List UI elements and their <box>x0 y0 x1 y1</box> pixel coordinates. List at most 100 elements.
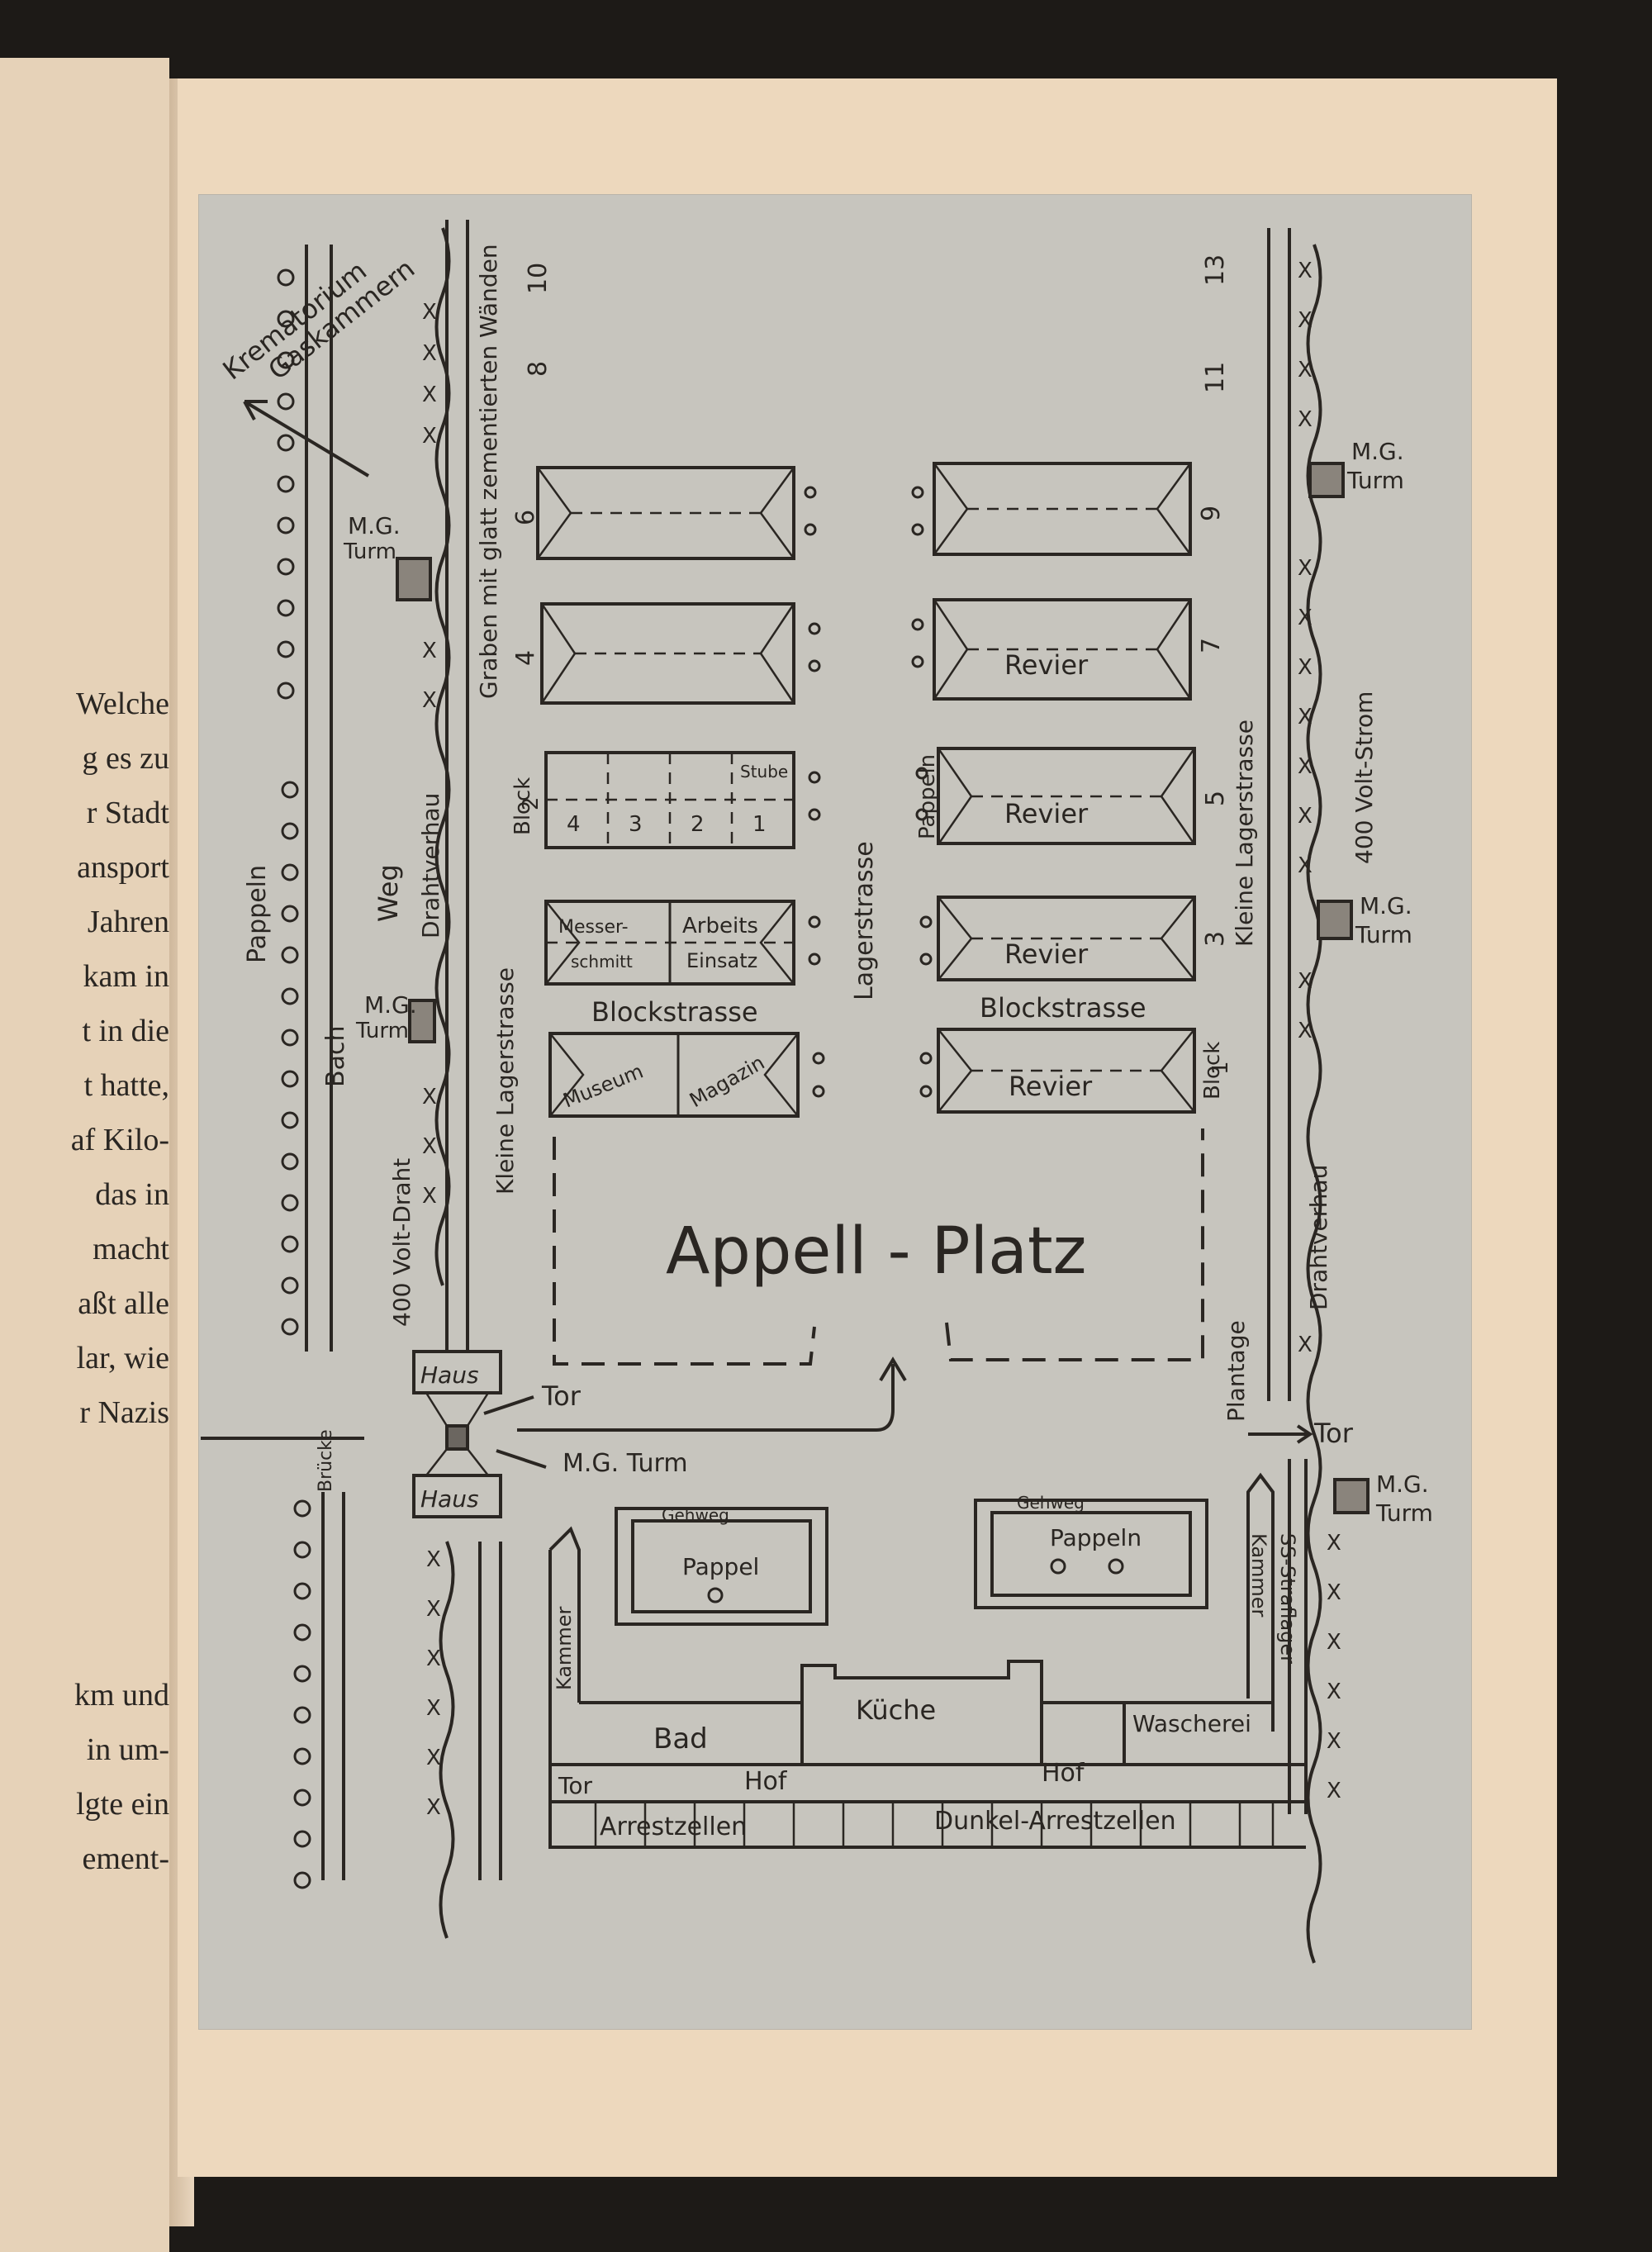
svg-text:X: X <box>422 688 437 713</box>
barbed-x-marks: XXX XXX XXX XXX XXX XXX XXX XXX XXX XX X… <box>422 259 1341 1820</box>
block-number-label: 9 <box>1197 506 1226 521</box>
svg-text:X: X <box>1327 1580 1341 1605</box>
block-number-label: 8 <box>524 361 553 377</box>
svg-text:X: X <box>422 341 437 366</box>
svg-text:X: X <box>426 1746 441 1770</box>
museum-label: Museum <box>560 1059 647 1112</box>
arrestzellen-label: Arrestzellen <box>600 1813 747 1841</box>
block-3-revier <box>937 896 1196 981</box>
arrest-cell-dividers <box>594 1802 1275 1847</box>
block-1-number: 1 <box>1208 1061 1233 1075</box>
svg-text:X: X <box>422 639 437 663</box>
gate-mg-tower-icon <box>445 1424 469 1451</box>
block-9 <box>933 462 1192 556</box>
svg-text:X: X <box>1298 853 1313 878</box>
gate-path-arrow <box>517 1364 895 1432</box>
tor-arrow <box>483 1395 534 1415</box>
svg-text:X: X <box>422 424 437 449</box>
block-number-label: 11 <box>1201 362 1230 393</box>
svg-text:X: X <box>422 300 437 325</box>
left-text-line: Welche <box>76 687 169 721</box>
drahtverhau-right-label: Drahtverhau <box>1305 1165 1332 1310</box>
svg-text:X: X <box>422 1134 437 1159</box>
haus-label: Haus <box>420 1361 479 1389</box>
block-5-revier <box>937 747 1196 845</box>
haus-lower <box>412 1474 502 1518</box>
svg-text:X: X <box>1298 969 1313 994</box>
stube-number: 4 <box>567 812 581 837</box>
gehweg-label: Gehweg <box>1017 1493 1085 1513</box>
lower-wall <box>548 1550 1306 1849</box>
block-2-label: Block <box>510 777 535 835</box>
gehweg-label: Gehweg <box>662 1505 729 1525</box>
svg-text:X: X <box>1298 259 1313 283</box>
mg-tower-label: Turm <box>1375 1499 1433 1527</box>
gate-mg-tower-label: M.G. Turm <box>563 1449 688 1478</box>
left-text-line: aßt alle <box>78 1286 169 1321</box>
block-number-label: 4 <box>511 650 540 666</box>
mg-tower-label: M.G. <box>1376 1470 1429 1498</box>
blockstrasse-right-label: Blockstrasse <box>980 992 1146 1024</box>
left-text-line: das in <box>95 1177 169 1212</box>
mg-tower-label: Turm <box>1355 921 1412 948</box>
svg-text:X: X <box>422 1085 437 1109</box>
strom-400-label: 400 Volt-Strom <box>1351 691 1378 864</box>
left-text-line: ement- <box>82 1841 169 1876</box>
svg-text:X: X <box>1327 1729 1341 1754</box>
mg-tower-label: Turm <box>355 1019 409 1043</box>
left-text-line: ansport <box>77 850 169 885</box>
svg-text:X: X <box>1298 804 1313 829</box>
kammer-right-outline <box>1246 1472 1275 1732</box>
tor-right-label: Tor <box>1313 1418 1354 1449</box>
magazin-label: Magazin <box>686 1051 768 1112</box>
svg-text:X: X <box>1298 655 1313 680</box>
svg-text:X: X <box>1327 1630 1341 1655</box>
stube-number: 2 <box>691 812 705 837</box>
pappeln-garden-label: Pappeln <box>1050 1524 1142 1551</box>
bruecke-label: Brücke <box>316 1429 336 1492</box>
tor-label: Tor <box>541 1380 582 1412</box>
weg-label: Weg <box>373 864 404 922</box>
pappel-garden-inner <box>631 1519 812 1613</box>
left-text-line: lar, wie <box>76 1341 169 1375</box>
messerschmitt-label: schmitt <box>571 952 633 972</box>
block-4 <box>540 602 795 705</box>
block-number-label: 7 <box>1197 638 1226 653</box>
left-text-line: t in die <box>82 1014 169 1048</box>
svg-text:X: X <box>1298 407 1313 432</box>
revier-label: Revier <box>1004 798 1089 829</box>
svg-text:X: X <box>1327 1779 1341 1803</box>
revier-label: Revier <box>1004 649 1089 681</box>
pappel-garden-outer <box>615 1507 828 1626</box>
svg-text:X: X <box>1298 754 1313 779</box>
pappeln-garden-outer <box>974 1499 1208 1609</box>
mg-tower-label: M.G. <box>348 512 401 539</box>
gate-arrowhead <box>879 1356 907 1382</box>
hof-label: Hof <box>1042 1759 1085 1788</box>
appell-platz-label: Appell - Platz <box>666 1214 1086 1289</box>
left-text-line: Jahren <box>87 905 169 939</box>
blockstrasse-left-label: Blockstrasse <box>591 996 758 1028</box>
left-text-line: in um- <box>86 1732 169 1767</box>
left-text-line: macht <box>93 1232 169 1266</box>
kleine-lagerstrasse-right-label: Kleine Lagerstrasse <box>1231 720 1258 947</box>
haus-label: Haus <box>420 1485 479 1513</box>
left-text-line: g es zu <box>82 741 169 776</box>
mg-tower-label: M.G. <box>1360 892 1412 919</box>
block-2-number: 2 <box>519 796 544 810</box>
svg-text:X: X <box>1298 556 1313 581</box>
svg-text:X: X <box>1298 1333 1313 1357</box>
left-text-line: af Kilo- <box>70 1123 169 1157</box>
svg-text:X: X <box>1298 1019 1313 1043</box>
pappel-label: Pappel <box>682 1553 759 1580</box>
kleine-lagerstrasse-left-label: Kleine Lagerstrasse <box>491 967 519 1195</box>
pappeln-middle-label: Pappeln <box>915 754 940 839</box>
block-6 <box>536 466 795 560</box>
mg-tower-icon <box>1308 462 1345 498</box>
camp-map: XXX XXX XXX XXX XXX XXX XXX XXX XXX XX X… <box>201 220 1433 1964</box>
tor-lower-label: Tor <box>558 1772 592 1799</box>
right-barbed-wire <box>1306 244 1322 1964</box>
gate-walls <box>425 1392 490 1476</box>
crematorium-arrowhead <box>243 400 268 420</box>
